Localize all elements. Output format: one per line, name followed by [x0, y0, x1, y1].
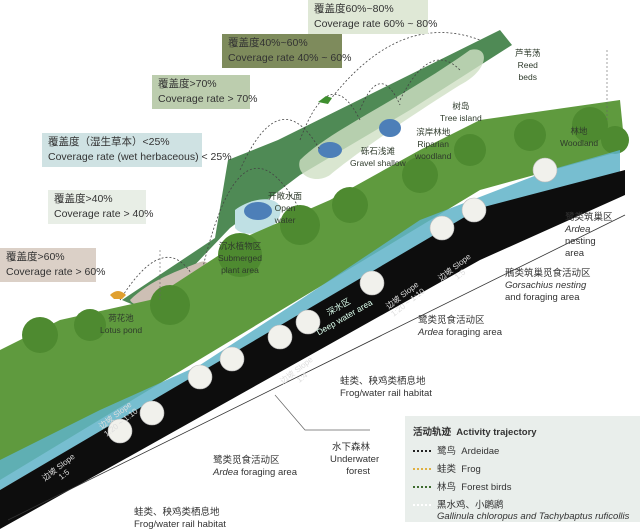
callout-zh: 覆盖度>70%: [158, 78, 217, 90]
dotted-line-icon: [413, 450, 431, 453]
frog-icon: [110, 291, 126, 299]
trajectory-arcs: [119, 32, 481, 301]
dotted-line-icon: [413, 504, 431, 507]
dotted-line-icon: [413, 486, 431, 489]
callout-zh: 覆盖度>60%: [6, 251, 65, 263]
pond: [379, 119, 401, 137]
legend: 活动轨迹 Activity trajectory 鹭鸟 Ardeidae 蛙类 …: [405, 416, 640, 522]
callout-coverage-gt-70: 覆盖度>70% Coverage rate > 70%: [152, 75, 258, 109]
animal-icons: [107, 157, 558, 444]
scale-line: [7, 214, 626, 521]
river-water: [0, 150, 620, 490]
callout-zh: 覆盖度（湿生草本）<25%: [48, 136, 170, 148]
callout-coverage-gt-60: 覆盖度>60% Coverage rate > 60%: [0, 248, 106, 282]
callout-zh: 覆盖度40%~60%: [228, 37, 308, 49]
lotus-pond-area: [130, 261, 209, 306]
underwater-leader: [274, 394, 370, 431]
callout-en: Coverage rate 60% ~ 80%: [314, 18, 438, 30]
callout-zh: 覆盖度60%~80%: [314, 3, 394, 15]
callout-coverage-gt-40: 覆盖度>40% Coverage rate > 40%: [48, 190, 154, 224]
callout-en: Coverage rate > 60%: [6, 266, 106, 278]
callout-en: Coverage rate (wet herbaceous) < 25%: [48, 151, 232, 163]
callout-coverage-60-80: 覆盖度60%~80% Coverage rate 60% ~ 80%: [308, 0, 438, 34]
callout-en: Coverage rate 40% ~ 60%: [228, 52, 352, 64]
callout-zh: 覆盖度>40%: [54, 193, 113, 205]
pond: [318, 142, 342, 158]
legend-item-frog: 蛙类 Frog: [413, 461, 481, 475]
legend-title: 活动轨迹 Activity trajectory: [413, 427, 537, 438]
callout-en: Coverage rate > 40%: [54, 208, 154, 220]
legend-item-forest-birds: 林鸟 Forest birds: [413, 479, 511, 493]
slope-section: [0, 170, 625, 529]
dotted-line-icon: [413, 468, 431, 471]
bird-icon: [318, 96, 332, 104]
legend-item-ardeidae: 鹭鸟 Ardeidae: [413, 443, 499, 457]
plan-wetland-area: [299, 49, 484, 180]
pond: [244, 202, 272, 220]
trees: [22, 107, 629, 353]
callout-en: Coverage rate > 70%: [158, 93, 258, 105]
callout-coverage-wet-herbaceous: 覆盖度（湿生草本）<25% Coverage rate (wet herbace…: [42, 133, 232, 167]
callout-coverage-40-60: 覆盖度40%~60% Coverage rate 40% ~ 60%: [222, 34, 352, 68]
